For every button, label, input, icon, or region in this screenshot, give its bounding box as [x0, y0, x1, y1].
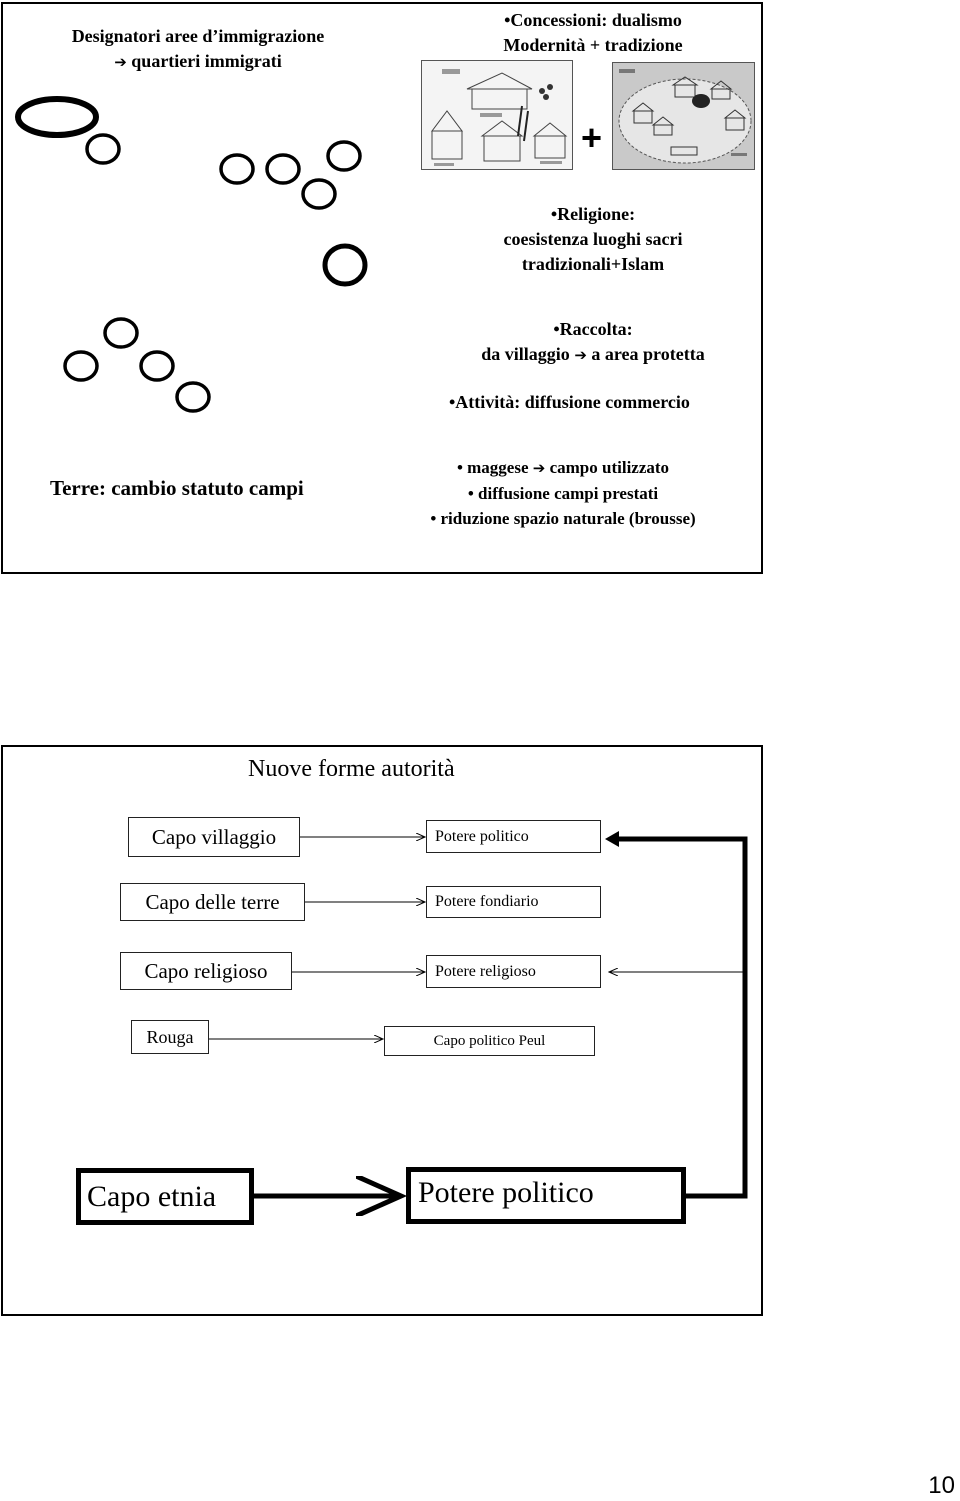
box-capo-religioso: Capo religioso — [120, 952, 292, 990]
religione-line3: tradizionali+Islam — [521, 254, 665, 274]
terre-title: Terre: cambio statuto campi — [50, 476, 304, 500]
slide-bottom: Nuove forme autorità Capo villaggio Capo… — [1, 745, 763, 1316]
zone-circle — [322, 243, 368, 287]
zone-circle — [301, 178, 337, 210]
raccolta-line2: da villaggio ➔ a area protetta — [433, 342, 753, 368]
terre-bullet-1-from: • maggese — [456, 458, 529, 477]
terre-bullet-1-to: campo utilizzato — [549, 458, 670, 477]
box-label: Capo delle terre — [145, 889, 280, 914]
feedback-bracket — [611, 836, 748, 1199]
box-potere-religioso: Potere religioso — [426, 955, 601, 988]
concessioni-line1: •Concessioni: dualismo — [504, 10, 682, 30]
designatori-heading: Designatori aree d’immigrazione ➔ quarti… — [33, 24, 363, 75]
immigration-zones-diagram — [15, 96, 368, 413]
box-label: Capo religioso — [144, 958, 268, 983]
compound-map-image — [612, 62, 755, 170]
box-label: Rouga — [146, 1026, 194, 1047]
box-potere-fondiario: Potere fondiario — [426, 886, 601, 918]
raccolta-block: •Raccolta: da villaggio ➔ a area protett… — [433, 317, 753, 368]
compound-map-drawing — [618, 69, 752, 164]
zone-oval — [15, 96, 99, 138]
box-label: Capo villaggio — [151, 824, 277, 849]
raccolta-from: da villaggio — [481, 344, 570, 364]
box-label: Capo politico Peul — [433, 1032, 546, 1049]
box-capo-politico-peul: Capo politico Peul — [384, 1026, 595, 1056]
zone-circle — [103, 317, 139, 349]
box-label: Potere fondiario — [435, 893, 539, 910]
authority-connectors — [209, 831, 748, 1318]
terre-bullets: • maggese ➔ campo utilizzato • diffusion… — [388, 455, 738, 531]
page-number: 10 — [928, 1472, 955, 1499]
box-potere-politico-main: Potere politico — [406, 1167, 686, 1224]
arrow-right-icon: ➔ — [532, 459, 546, 477]
zone-circle — [139, 350, 175, 382]
religione-line2: coesistenza luoghi sacri — [503, 229, 683, 249]
box-capo-terre: Capo delle terre — [120, 883, 305, 921]
terre-bullet-3: • riduzione spazio naturale (brousse) — [430, 509, 696, 528]
designatori-line2: ➔ quartieri immigrati — [33, 49, 363, 75]
zone-circle — [219, 153, 255, 185]
zone-circle — [265, 153, 301, 185]
box-potere-politico: Potere politico — [426, 820, 601, 853]
arrow-right-icon: ➔ — [574, 346, 587, 364]
box-label: Potere politico — [435, 827, 529, 845]
designatori-line2-text: quartieri immigrati — [131, 51, 282, 71]
box-label: Potere politico — [418, 1176, 594, 1209]
slide2-title: Nuove forme autorità — [248, 756, 455, 782]
concessioni-line2: Modernità + tradizione — [503, 35, 683, 55]
plus-sign: + — [581, 117, 603, 158]
slide-top: Designatori aree d’immigrazione ➔ quarti… — [1, 2, 763, 574]
religione-block: •Religione: coesistenza luoghi sacri tra… — [443, 202, 743, 277]
box-label: Potere religioso — [435, 962, 536, 980]
box-capo-villaggio: Capo villaggio — [128, 817, 300, 857]
designatori-line1: Designatori aree d’immigrazione — [71, 26, 325, 46]
raccolta-to: a area protetta — [591, 344, 705, 364]
raccolta-line1: •Raccolta: — [553, 319, 633, 339]
terre-bullet-2: • diffusione campi prestati — [467, 484, 659, 503]
zone-circle — [85, 133, 121, 165]
concessioni-heading: •Concessioni: dualismo Modernità + tradi… — [443, 8, 743, 58]
arrow-right-icon: ➔ — [114, 53, 127, 71]
terre-bullet-1: • maggese ➔ campo utilizzato — [388, 455, 738, 481]
zone-circle — [175, 381, 211, 413]
attivita-line: •Attività: diffusione commercio — [449, 392, 690, 412]
zone-circle — [63, 350, 99, 382]
village-sketch-drawing — [431, 69, 568, 166]
village-sketch-image — [421, 60, 573, 170]
zone-circle — [326, 140, 362, 172]
box-label: Capo etnia — [87, 1179, 217, 1213]
box-capo-etnia: Capo etnia — [76, 1168, 254, 1225]
box-rouga: Rouga — [131, 1020, 209, 1054]
religione-line1: •Religione: — [550, 204, 636, 224]
